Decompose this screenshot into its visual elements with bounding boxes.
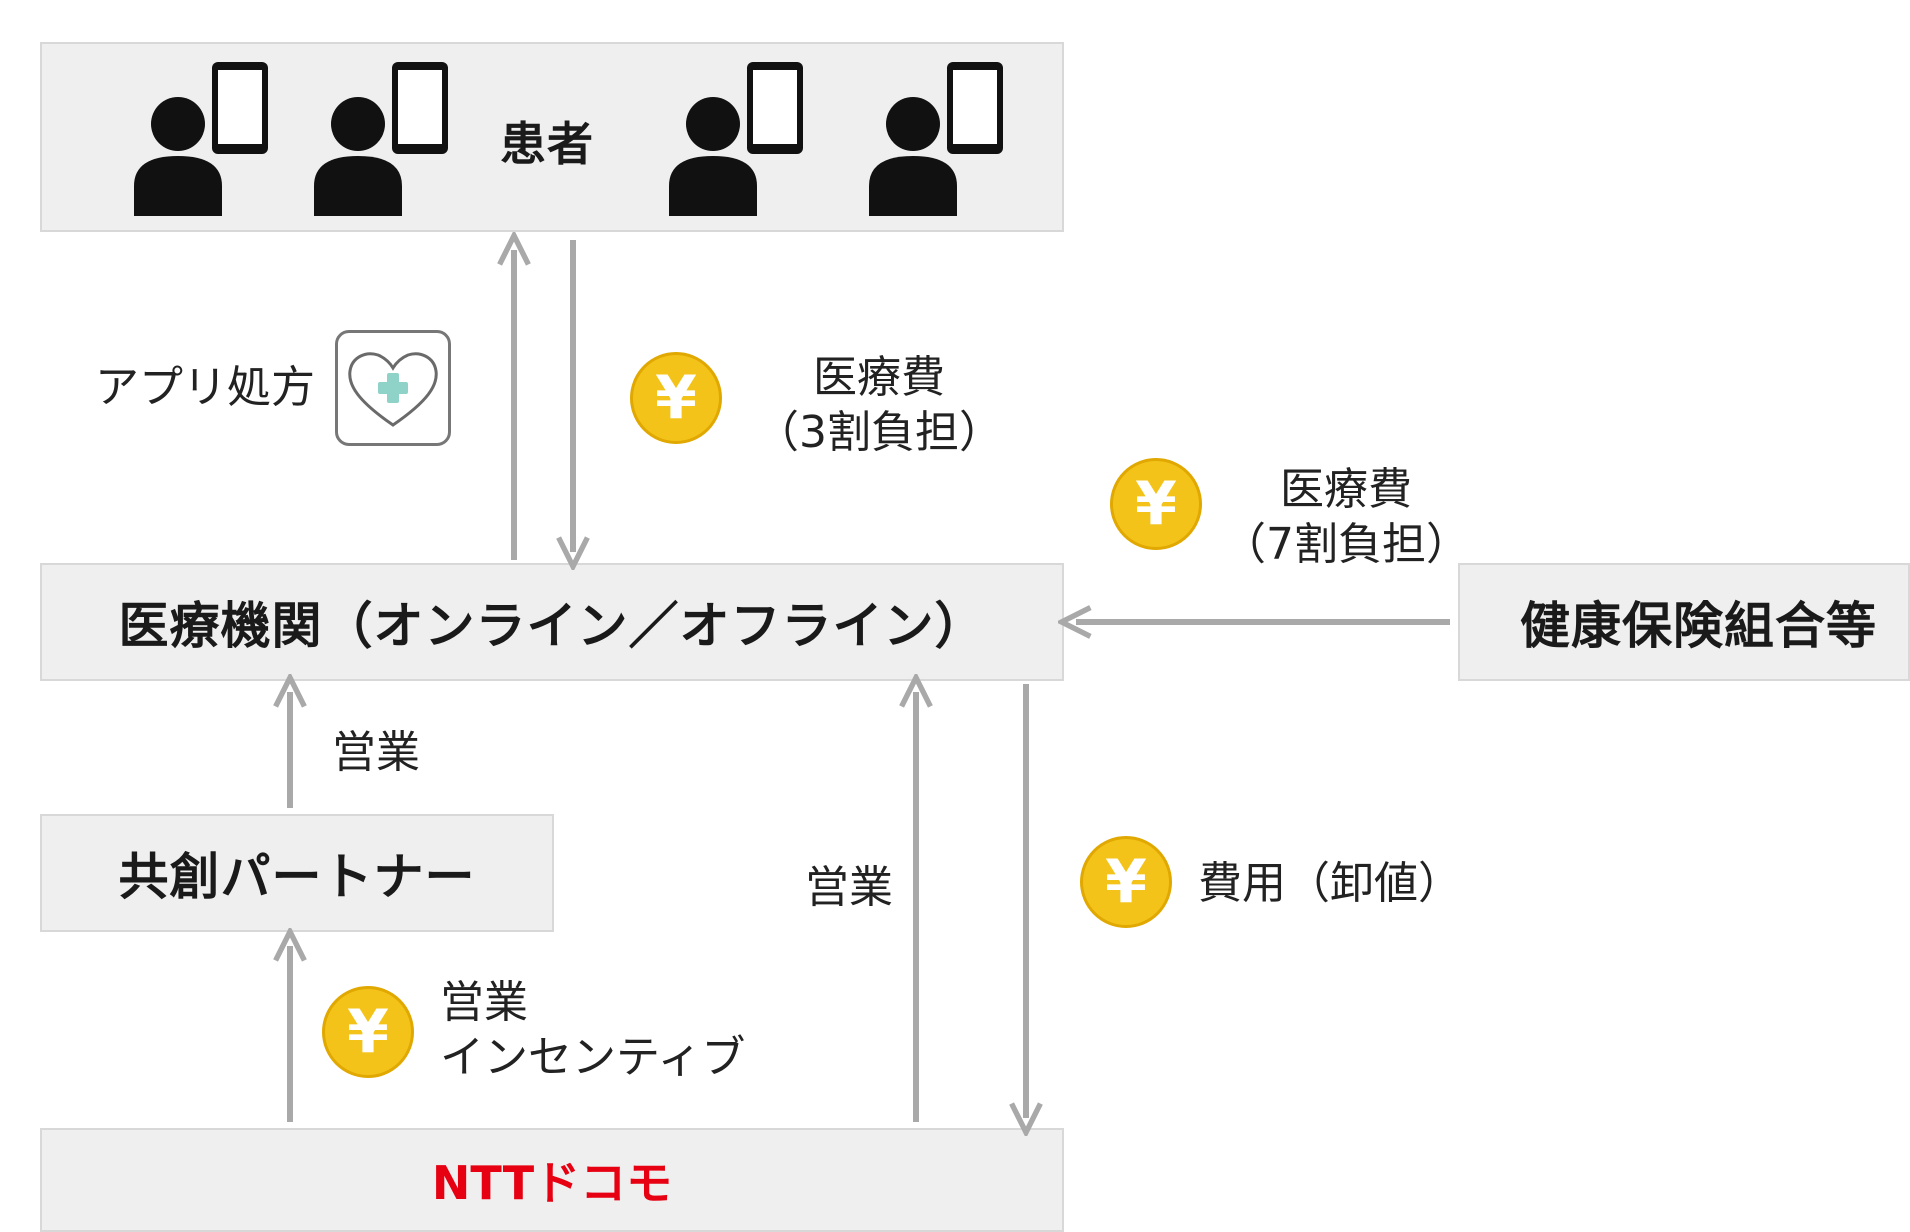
insurance-box: 健康保険組合等 xyxy=(1458,563,1910,681)
docomo-box: NTTドコモ xyxy=(40,1128,1064,1232)
institution-label: 医療機関（オンライン／オフライン） xyxy=(118,597,986,655)
medical-fee-patient-line1: 医療費 xyxy=(813,352,945,403)
docomo-logo: NTTドコモ xyxy=(431,1156,673,1210)
partner-label: 共創パートナー xyxy=(118,848,476,906)
medical-fee-patient-label: 医療費 （3割負担） xyxy=(755,350,1003,460)
medical-fee-insurance-label: 医療費 （7割負担） xyxy=(1222,462,1470,572)
patients-label: 患者 xyxy=(500,117,594,171)
app-prescription-label: アプリ処方 xyxy=(95,362,315,413)
app-icon-frame xyxy=(335,330,451,446)
heart-plus-icon xyxy=(348,352,438,427)
institution-box: 医療機関（オンライン／オフライン） xyxy=(40,563,1064,681)
yen-coin-patient-fee: ¥ xyxy=(630,352,722,444)
incentive-line2: インセンティブ xyxy=(440,1032,746,1083)
patient-icon-1 xyxy=(134,62,268,216)
yen-coin-insurance-fee: ¥ xyxy=(1110,458,1202,550)
insurance-label: 健康保険組合等 xyxy=(1520,597,1877,655)
incentive-line1: 営業 xyxy=(440,977,528,1028)
incentive-label: 営業 インセンティブ xyxy=(440,975,745,1085)
patient-icon-3 xyxy=(669,62,803,216)
medical-fee-insurance-line2: （7割負担） xyxy=(1222,519,1470,570)
medical-fee-insurance-line1: 医療費 xyxy=(1280,464,1412,515)
wholesale-fee-label: 費用（卸値） xyxy=(1198,858,1462,909)
yen-coin-incentive: ¥ xyxy=(322,986,414,1078)
patient-icon-2 xyxy=(314,62,448,216)
patient-icon-4 xyxy=(869,62,1003,216)
yen-coin-wholesale-fee: ¥ xyxy=(1080,836,1172,928)
sales-to-institution-label: 営業 xyxy=(332,727,420,778)
sales-docomo-to-institution-label: 営業 xyxy=(805,862,893,913)
partner-box: 共創パートナー xyxy=(40,814,554,932)
medical-fee-patient-line2: （3割負担） xyxy=(755,407,1003,458)
